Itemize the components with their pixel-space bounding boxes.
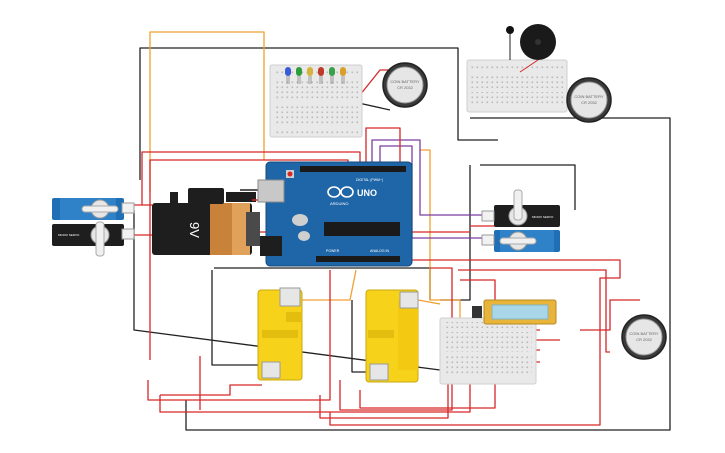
led-3[interactable] [307, 67, 313, 84]
coin-battery-3-spec: CR 2032 [636, 337, 653, 342]
wire-orange-motor-r[interactable] [417, 299, 441, 305]
wire-black-motor-r[interactable] [351, 300, 370, 373]
wire-red-5[interactable] [365, 127, 401, 168]
wire-orange-2[interactable] [420, 149, 461, 320]
arduino-model-label: UNO [357, 188, 377, 198]
piezo-buzzer[interactable] [506, 24, 556, 73]
wire-red-7[interactable] [339, 267, 453, 411]
coin-battery-2[interactable]: COIN BATTERY CR 2032 [566, 77, 612, 123]
wire-purple-2[interactable] [379, 145, 500, 239]
coin-battery-3-label: COIN BATTERY [629, 331, 659, 336]
battery-9v[interactable]: 9V [152, 188, 260, 255]
breadboard-3[interactable] [439, 317, 537, 385]
wire-red-12[interactable] [160, 384, 262, 396]
battery-voltage-label: 9V [187, 222, 202, 238]
servo-right-bottom[interactable] [481, 230, 560, 252]
wire-black-servo[interactable] [480, 164, 576, 210]
arduino-digital-label: DIGITAL (PWM~) [356, 178, 383, 182]
coin-battery-3[interactable]: COIN BATTERY CR 2032 [621, 314, 667, 360]
led-2[interactable] [296, 67, 302, 84]
wire-orange-top[interactable] [149, 31, 265, 192]
led-1[interactable] [285, 67, 291, 84]
arduino-logo-icon [327, 186, 354, 198]
wire-red-4[interactable] [147, 270, 331, 401]
wire-black-left[interactable] [133, 210, 441, 371]
wire-black-right[interactable] [185, 117, 671, 431]
wire-red-6[interactable] [329, 259, 621, 426]
lcd-display[interactable] [472, 299, 557, 325]
servo-right-top-label: MICRO SERVO [532, 215, 554, 219]
coin-battery-1-label: COIN BATTERY [390, 79, 420, 84]
wire-red-3[interactable] [159, 360, 471, 413]
gear-motor-left[interactable] [257, 287, 303, 381]
coin-battery-2-spec: CR 2032 [581, 100, 598, 105]
led-row [285, 67, 346, 84]
servo-left-bottom-label: MICRO SERVO [58, 233, 80, 237]
arduino-brand-label: ARDUINO [330, 201, 348, 206]
led-6[interactable] [340, 67, 346, 84]
gear-motor-right[interactable] [365, 289, 419, 383]
breadboard-2[interactable] [466, 59, 568, 113]
wire-black-motor-l[interactable] [211, 270, 262, 366]
arduino-analog-label: ANALOG IN [370, 249, 390, 253]
wire-black-top[interactable] [139, 47, 498, 180]
wire-purple-1[interactable] [371, 139, 500, 216]
led-4[interactable] [318, 67, 324, 84]
coin-battery-2-label: COIN BATTERY [574, 94, 604, 99]
wire-red-1[interactable] [141, 151, 361, 205]
wires [130, 31, 671, 431]
wire-red-8[interactable] [458, 269, 610, 353]
coin-battery-1-spec: CR 2032 [397, 85, 414, 90]
wire-orange-motor[interactable] [300, 269, 357, 301]
coin-battery-1[interactable]: COIN BATTERY CR 2032 [382, 62, 428, 108]
arduino-uno[interactable]: UNO ARDUINO DIGITAL (PWM~) POWER ANALOG … [257, 161, 413, 267]
servo-left-bottom[interactable]: MICRO SERVO [52, 221, 135, 257]
servo-right-top[interactable]: MICRO SERVO [481, 189, 560, 227]
wire-red-11[interactable] [580, 299, 640, 331]
breadboard-1[interactable] [269, 64, 363, 138]
led-5[interactable] [329, 67, 335, 84]
wire-red-9[interactable] [359, 279, 496, 409]
servo-left-top[interactable] [52, 198, 135, 220]
arduino-power-label: POWER [326, 249, 340, 253]
